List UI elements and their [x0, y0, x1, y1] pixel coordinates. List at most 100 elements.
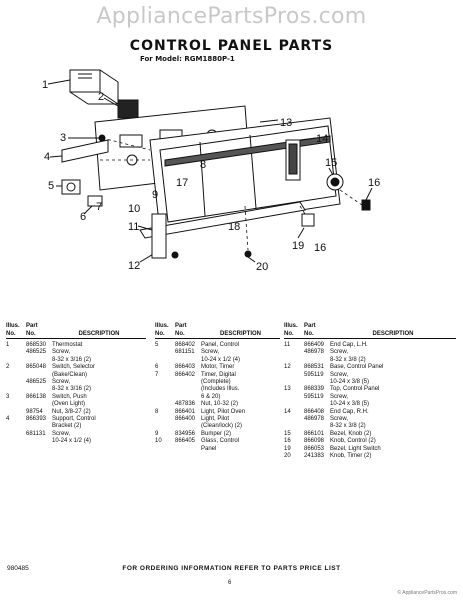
- callout-10: 10: [128, 203, 140, 215]
- illus-cell: 8: [155, 408, 159, 415]
- illus-cell: 15: [284, 430, 291, 437]
- table-header: Illus. No. Part No. DESCRIPTION: [155, 320, 280, 339]
- illus-cell: 16: [284, 438, 291, 445]
- callout-7: 7: [96, 201, 102, 213]
- illus-cell: 20: [284, 453, 291, 460]
- callout-16: 16: [368, 177, 380, 189]
- callout-5: 5: [48, 180, 54, 192]
- illus-cell: [6, 409, 26, 416]
- part-number-cell: 681151: [175, 349, 195, 356]
- illus-cell: [6, 431, 26, 446]
- description-cell: Glass, Control Panel: [201, 438, 240, 452]
- table-header: Illus. No. Part No. DESCRIPTION: [284, 320, 456, 339]
- screw-part: [171, 250, 256, 263]
- illus-cell: [6, 379, 26, 394]
- part-number-cell: 868531: [304, 364, 325, 371]
- callout-14: 14: [316, 133, 328, 145]
- callout-1: 1: [42, 79, 48, 91]
- illus-cell: 3: [6, 393, 10, 400]
- description-cell: Knob, Control (2): [330, 438, 376, 445]
- document-code: 980485: [7, 565, 29, 572]
- header-part: Part No.: [175, 323, 187, 337]
- part-number-cell: 486978: [304, 349, 325, 356]
- description-cell: Screw, 8-32 x 3/16 (2): [52, 349, 92, 363]
- exploded-parts-diagram: 1 2 3 4 5 6 7 8 9 10 11 12 13 14 15 16 1…: [42, 69, 380, 273]
- description-cell: End Cap, L.H.: [330, 342, 368, 348]
- selector-switch-part: [103, 97, 139, 119]
- header-description: DESCRIPTION: [372, 330, 414, 337]
- end-cap-rh-part: [285, 137, 317, 181]
- part-number-cell: 595119: [304, 371, 324, 378]
- part-number-cell: 868530: [26, 342, 47, 348]
- header-illus: Illus. No.: [284, 323, 298, 337]
- part-number-cell: 866408: [304, 408, 325, 415]
- thermostat-part: [47, 69, 119, 105]
- parts-column-3: Illus. No. Part No. DESCRIPTION 11 866409…: [284, 320, 456, 461]
- description-cell: Thermostat: [52, 342, 83, 348]
- callout-20: 20: [256, 261, 268, 273]
- part-number-cell: 866409: [304, 342, 325, 348]
- header-description: DESCRIPTION: [78, 330, 120, 337]
- part-number-cell: 866402: [175, 371, 196, 378]
- part-number-cell: 834956: [175, 430, 196, 437]
- description-cell: Base, Control Panel: [330, 364, 384, 371]
- description-cell: Switch, Selector (Bake/Clean): [52, 364, 96, 378]
- illus-cell: 14: [284, 408, 291, 415]
- description-cell: Switch, Push (Oven Light): [52, 393, 87, 408]
- header-illus: Illus. No.: [6, 323, 20, 337]
- part-number-cell: 866053: [304, 445, 325, 452]
- illus-cell: [284, 372, 304, 387]
- page-title: CONTROL PANEL PARTS: [129, 38, 334, 54]
- illus-cell: 11: [284, 342, 291, 348]
- table-header: Illus. No. Part No. DESCRIPTION: [6, 320, 146, 339]
- callout-12: 12: [128, 260, 140, 272]
- part-number-cell: 866405: [175, 438, 196, 445]
- model-subtitle: For Model: RGM1880P-1: [140, 55, 235, 63]
- description-cell: Bezel, Light Switch: [330, 445, 381, 452]
- description-cell: Screw, 10-24 x 1/2 (4): [52, 430, 92, 445]
- page-number: 6: [228, 580, 232, 586]
- illus-cell: [284, 416, 304, 431]
- knob-part: [326, 167, 373, 211]
- push-switch-part: [68, 134, 106, 142]
- part-number-cell: 486525: [26, 349, 47, 356]
- description-cell: Panel, Control: [201, 342, 240, 348]
- callout-17: 17: [176, 177, 188, 189]
- callout-6: 6: [80, 211, 86, 223]
- end-cap-lh-part: [137, 213, 167, 259]
- illus-cell: 19: [284, 445, 291, 452]
- part-number-cell: 486978: [304, 416, 325, 423]
- part-number-cell: 866393: [26, 416, 47, 423]
- description-cell: Screw, 10-24 x 3/8 (5): [330, 393, 370, 408]
- description-cell: End Cap, R.H.: [330, 408, 369, 415]
- illus-cell: 9: [155, 430, 159, 437]
- timer-part: [56, 179, 103, 215]
- callout-16b: 16: [314, 242, 326, 254]
- illus-cell: 7: [155, 371, 159, 378]
- part-number-cell: 866403: [175, 364, 196, 371]
- part-number-cell: 241383: [304, 453, 325, 460]
- table-row: 19 866053 Bezel, Light Switch: [284, 446, 456, 453]
- callout-9: 9: [152, 189, 158, 201]
- callout-8: 8: [200, 159, 206, 171]
- ordering-note: FOR ORDERING INFORMATION REFER TO PARTS …: [122, 565, 341, 572]
- description-cell: Light, Pilot Oven: [201, 408, 246, 415]
- illus-cell: [284, 394, 304, 409]
- description-cell: Light, Pilot (Clean/lock) (2): [201, 416, 243, 430]
- illus-cell: [284, 349, 304, 364]
